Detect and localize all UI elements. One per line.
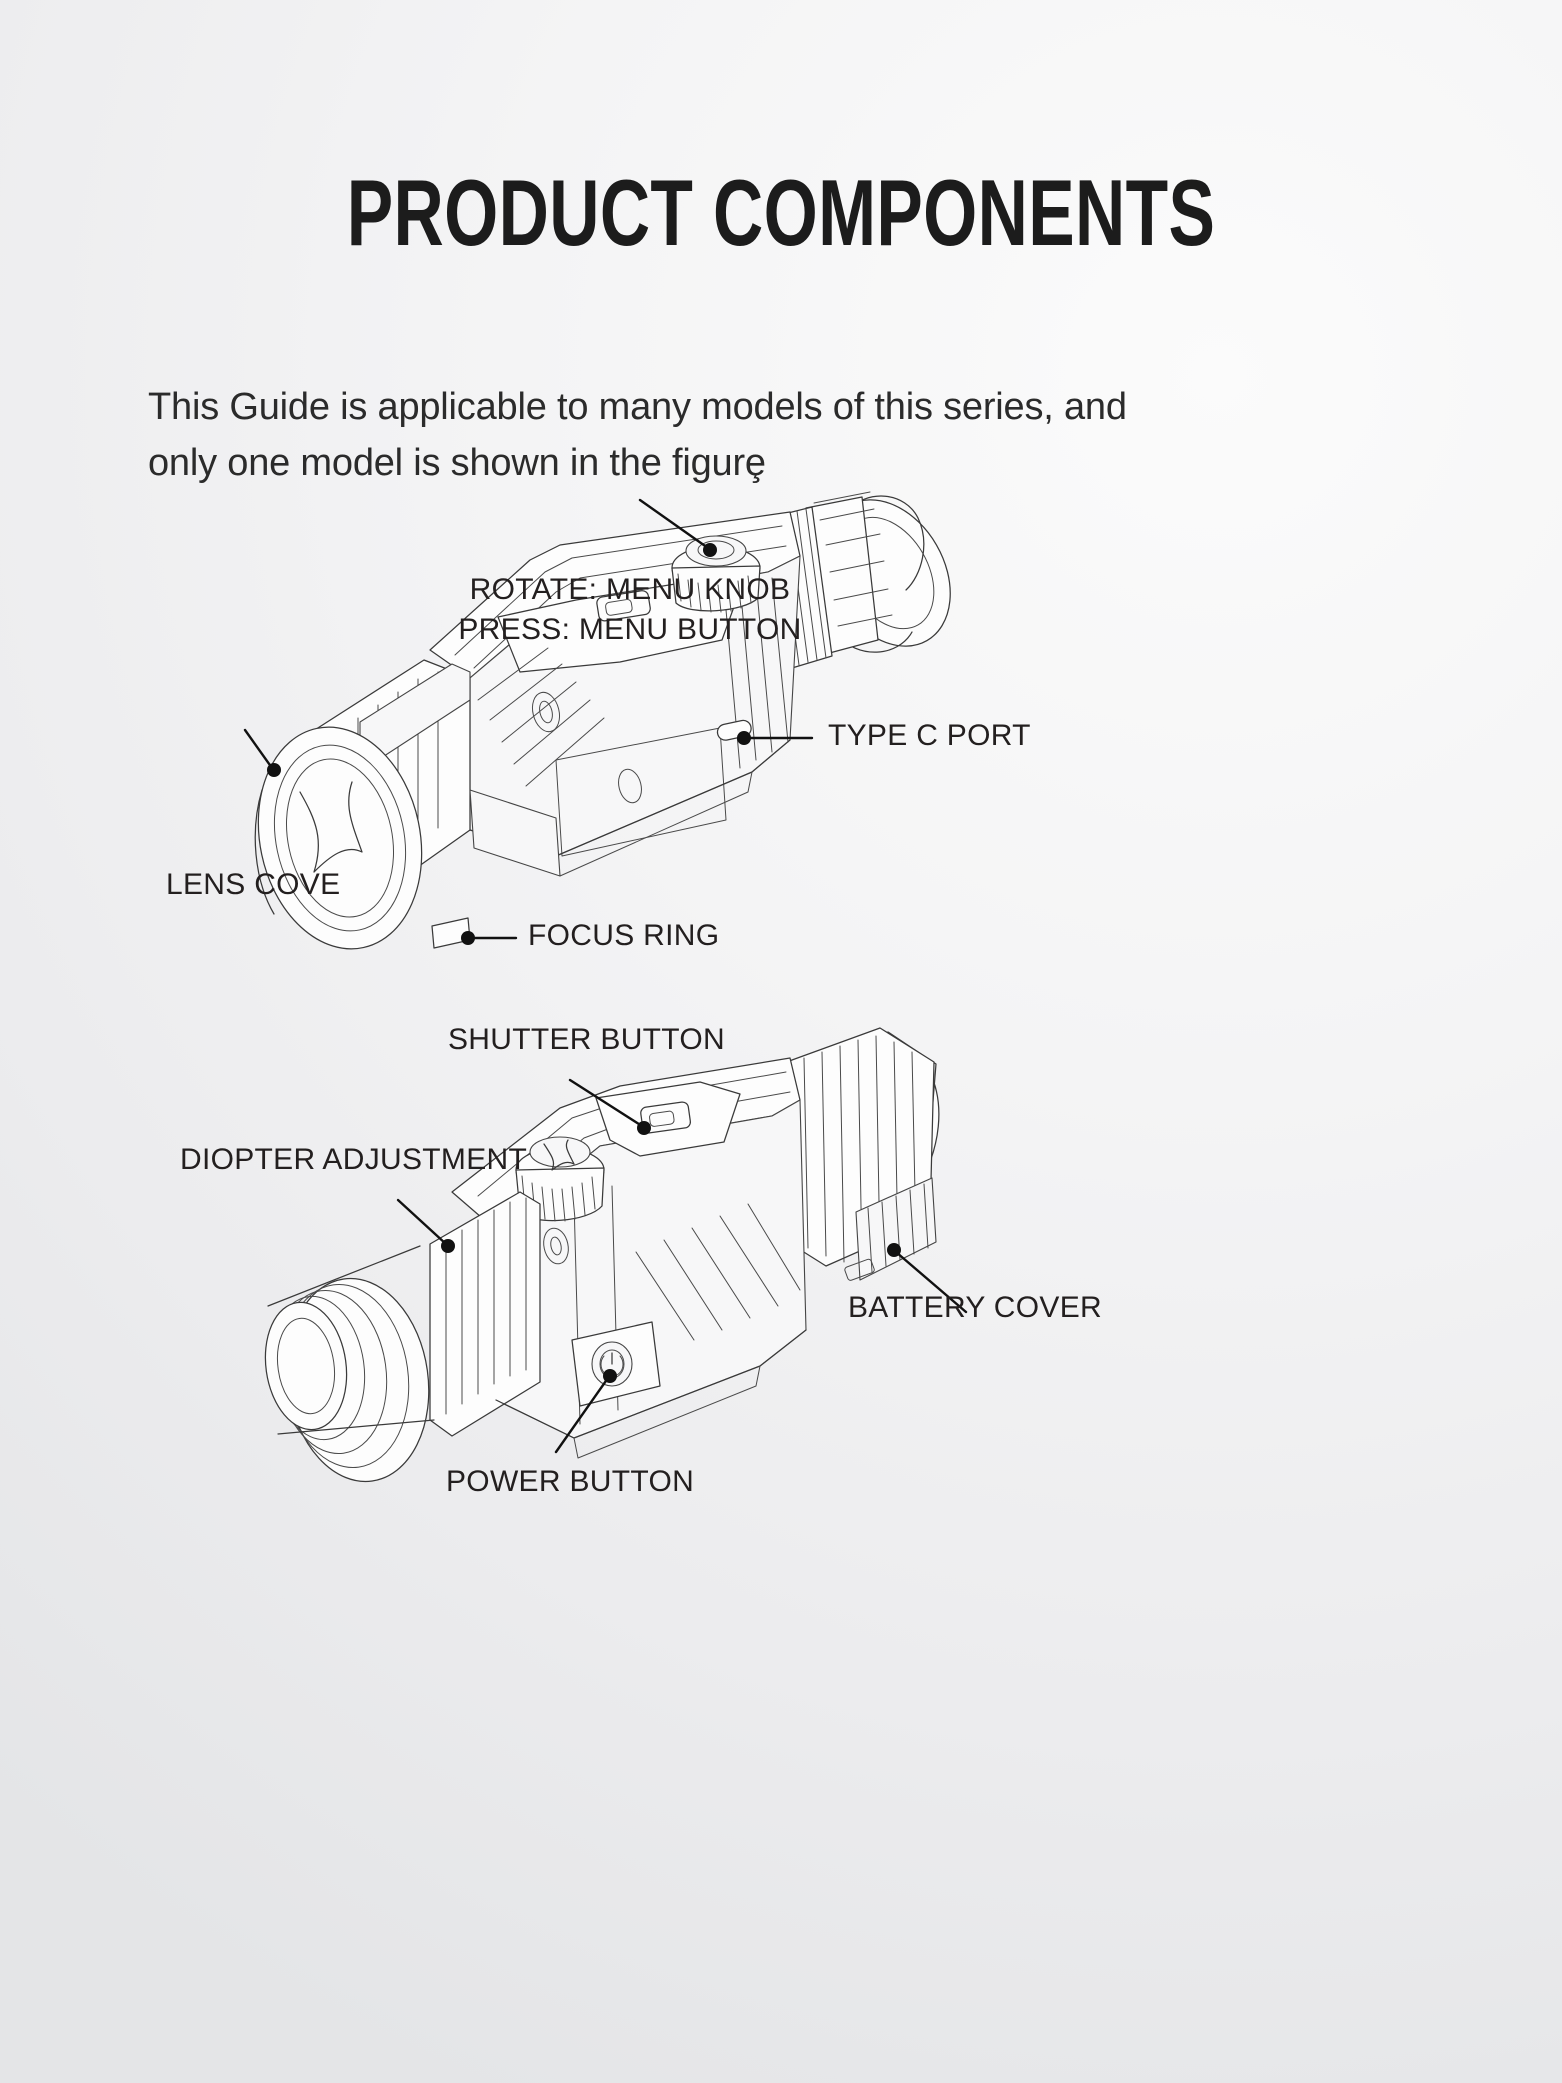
- callout-power-button-label: POWER BUTTON: [446, 1465, 695, 1498]
- callout-battery-cover: BATTERY COVER: [848, 1288, 1102, 1328]
- leader-menu-knob: [638, 498, 710, 550]
- callout-type-c-port-label: TYPE C PORT: [828, 719, 1031, 752]
- upper-leaders: [243, 498, 814, 945]
- callout-menu-knob-line-1: ROTATE: MENU KNOB: [469, 573, 791, 606]
- leader-lens-cove: [243, 728, 274, 770]
- callout-focus-ring-label: FOCUS RING: [528, 919, 720, 952]
- dot-lens-cove: [267, 763, 281, 777]
- callout-menu-knob-line-2: PRESS: MENU BUTTON: [458, 612, 802, 646]
- dot-focus-ring: [461, 931, 475, 945]
- leader-shutter-button: [568, 1078, 644, 1128]
- callout-focus-ring: FOCUS RING: [528, 916, 719, 956]
- leader-battery-cover: [894, 1250, 968, 1314]
- callout-diopter-adjustment: DIOPTER ADJUSTMENT: [180, 1140, 527, 1180]
- lower-device-lineart: [264, 1027, 940, 1483]
- callout-diopter-adjustment-label: DIOPTER ADJUSTMENT: [180, 1143, 528, 1176]
- callout-shutter-button-label: SHUTTER BUTTON: [448, 1023, 725, 1056]
- dot-menu-knob: [703, 543, 717, 557]
- subtitle-line-1: This Guide is applicable to many models …: [148, 386, 1127, 428]
- dot-power-button: [603, 1369, 617, 1383]
- callout-type-c-port: TYPE C PORT: [828, 716, 1031, 756]
- leader-diopter-adjustment: [396, 1198, 448, 1246]
- callout-power-button: POWER BUTTON: [446, 1462, 694, 1502]
- callout-shutter-button: SHUTTER BUTTON: [448, 1020, 725, 1060]
- page-title: PRODUCT COMPONENTS: [346, 160, 1216, 265]
- callout-lens-cove: LENS COVE: [166, 865, 340, 905]
- page-subtitle: This Guide is applicable to many models …: [148, 380, 1148, 492]
- dot-shutter-button: [637, 1121, 651, 1135]
- dot-battery-cover: [887, 1243, 901, 1257]
- callout-menu-knob: ROTATE: MENU KNOB PRESS: MENU BUTTON: [420, 570, 840, 650]
- callout-lens-cove-label: LENS COVE: [166, 868, 341, 901]
- dot-type-c-port: [737, 731, 751, 745]
- lower-leaders: [396, 1078, 968, 1454]
- leader-power-button: [554, 1376, 610, 1454]
- dot-diopter-adjustment: [441, 1239, 455, 1253]
- callout-battery-cover-label: BATTERY COVER: [848, 1291, 1102, 1324]
- subtitle-line-2: only one model is shown in the figurȩ: [148, 441, 766, 484]
- upper-device-lineart: [254, 491, 951, 950]
